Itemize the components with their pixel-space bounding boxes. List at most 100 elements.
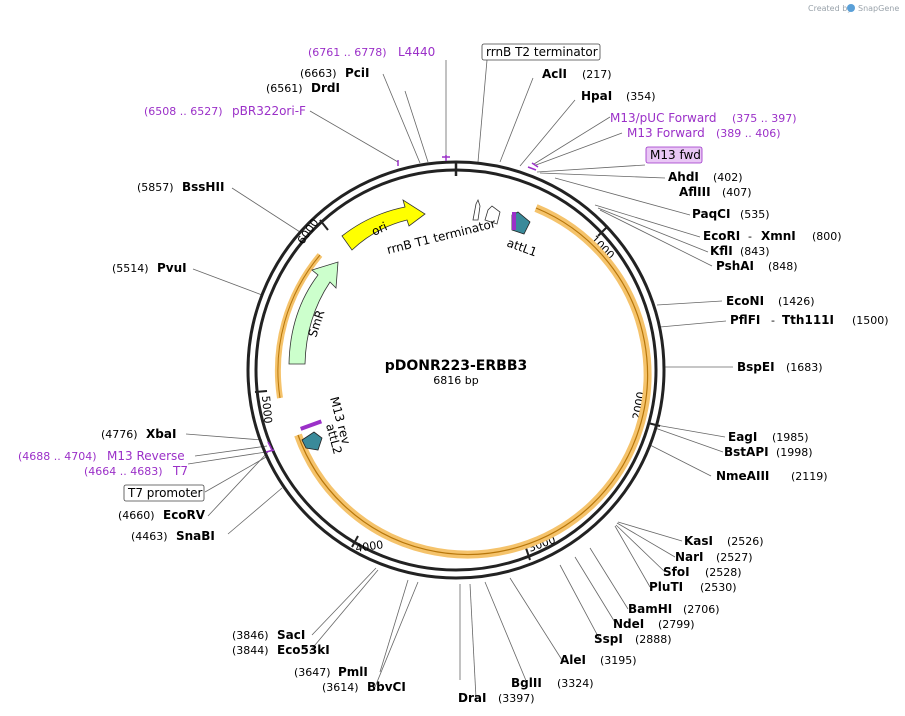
site-pos-xbai: (4776) <box>101 428 138 441</box>
site-pos-ndei: (2799) <box>658 618 695 631</box>
primer-pos-t7: (4664 .. 4683) <box>84 465 163 478</box>
primer-pos-m13-forward: (389 .. 406) <box>716 127 781 140</box>
site-pos-sspi: (2888) <box>635 633 672 646</box>
site-name-xmni: XmnI <box>761 229 796 243</box>
site-sep-pflfi-tth111i: - <box>771 314 775 327</box>
site-pos-ahdi: (402) <box>713 171 743 184</box>
snapgene-logo-icon <box>847 4 855 12</box>
site-pos-nmeaiii: (2119) <box>791 470 828 483</box>
primer-labels: (6761 .. 6778) L4440 (6508 .. 6527) pBR3… <box>18 45 797 478</box>
site-pos-kasi: (2526) <box>727 535 764 548</box>
site-pos-paqci: (535) <box>740 208 770 221</box>
site-name-bbvci: BbvCI <box>367 680 406 694</box>
label-rrnb-t2-terminator: rrnB T2 terminator <box>486 45 598 59</box>
ori-feature-arrow <box>341 199 426 251</box>
site-name-ndei: NdeI <box>613 617 644 631</box>
site-name-alei: AleI <box>560 653 586 667</box>
site-pos-nari: (2527) <box>716 551 753 564</box>
site-name-bspei: BspEI <box>737 360 775 374</box>
site-pos-pflfi-tth111i: (1500) <box>852 314 889 327</box>
site-name-pflfi: PflFI <box>730 313 760 327</box>
site-pos-saci: (3846) <box>232 629 269 642</box>
credit: Created by SnapGene <box>808 4 899 13</box>
site-name-afliii: AflIII <box>679 185 711 199</box>
site-sep-ecori-xmni: - <box>748 230 752 243</box>
site-pos-hpai: (354) <box>626 90 656 103</box>
site-pos-ecori-xmni: (800) <box>812 230 842 243</box>
primer-name-t7: T7 <box>172 464 188 478</box>
site-name-nmeaiii: NmeAIII <box>716 469 769 483</box>
site-name-econi: EcoNI <box>726 294 764 308</box>
primer-pos-m13-reverse: (4688 .. 4704) <box>18 450 97 463</box>
site-pos-econi: (1426) <box>778 295 815 308</box>
primer-name-m13-puc-forward: M13/pUC Forward <box>610 111 717 125</box>
site-pos-pmli: (3647) <box>294 666 331 679</box>
site-pos-bbvci: (3614) <box>322 681 359 694</box>
leader-lines <box>185 59 733 699</box>
site-name-sspi: SspI <box>594 632 623 646</box>
tick-label-4000: 4000 <box>355 538 385 555</box>
box-m13-fwd <box>645 146 703 164</box>
site-name-pluti: PluTI <box>649 580 683 594</box>
attl1-primer-mark <box>512 212 516 230</box>
site-name-bstapi: BstAPI <box>724 445 769 459</box>
site-name-bsshii: BssHII <box>182 180 224 194</box>
restriction-site-labels: AclI (217) HpaI (354) AhdI (402) AflIII … <box>101 66 889 705</box>
site-name-ahdi: AhdI <box>668 170 699 184</box>
primer-marks <box>265 155 539 453</box>
primer-name-l4440: L4440 <box>398 45 435 59</box>
box-t7-promoter <box>123 484 205 502</box>
site-name-drdi: DrdI <box>311 81 340 95</box>
site-pos-eagi: (1985) <box>772 431 809 444</box>
site-pos-bamhi: (2706) <box>683 603 720 616</box>
site-pos-eco53ki: (3844) <box>232 644 269 657</box>
box-rrnb-t2 <box>481 43 601 61</box>
site-pos-bspei: (1683) <box>786 361 823 374</box>
site-name-snabi: SnaBI <box>176 529 215 543</box>
primer-name-m13-forward: M13 Forward <box>627 126 705 140</box>
plasmid-length: 6816 bp <box>433 374 478 387</box>
credit-created-by: Created by <box>808 4 852 13</box>
site-name-kasi: KasI <box>684 534 713 548</box>
site-name-paqci: PaqCI <box>692 207 730 221</box>
site-pos-snabi: (4463) <box>131 530 168 543</box>
attl2-feature-arrow <box>301 431 323 451</box>
tick-label-5000: 5000 <box>259 395 274 424</box>
site-name-eco53ki: Eco53kI <box>277 643 330 657</box>
site-name-eagi: EagI <box>728 430 757 444</box>
feature-label-attl1: attL1 <box>505 236 539 260</box>
site-name-pcii: PciI <box>345 66 370 80</box>
primer-name-pbr322ori-f: pBR322ori-F <box>232 104 306 118</box>
credit-brand: SnapGene <box>858 4 899 13</box>
feature-label-rrnb-t1: rrnB T1 terminator <box>385 216 497 257</box>
site-pos-bglii: (3324) <box>557 677 594 690</box>
primer-pos-m13-puc-forward: (375 .. 397) <box>732 112 797 125</box>
site-pos-pvui: (5514) <box>112 262 149 275</box>
site-name-bglii: BglII <box>511 676 542 690</box>
rrnb-t1-terminator-arrow <box>472 198 481 221</box>
site-name-hpai: HpaI <box>581 89 612 103</box>
ticks <box>254 219 661 561</box>
site-pos-kfli: (843) <box>740 245 770 258</box>
site-pos-pluti: (2530) <box>700 581 737 594</box>
site-pos-afliii: (407) <box>722 186 752 199</box>
m13rev-primer-mark <box>300 419 323 431</box>
site-pos-bsshii: (5857) <box>137 181 174 194</box>
site-name-pvui: PvuI <box>157 261 187 275</box>
site-pos-bstapi: (1998) <box>776 446 813 459</box>
site-name-xbai: XbaI <box>146 427 176 441</box>
site-name-ecori: EcoRI <box>703 229 740 243</box>
primer-name-m13-reverse: M13 Reverse <box>107 449 185 463</box>
site-name-pshai: PshAI <box>716 259 754 273</box>
primer-pos-pbr322ori-f: (6508 .. 6527) <box>144 105 223 118</box>
site-pos-alei: (3195) <box>600 654 637 667</box>
site-name-ecorv: EcoRV <box>163 508 206 522</box>
site-name-saci: SacI <box>277 628 305 642</box>
label-t7-promoter: T7 promoter <box>127 486 203 500</box>
plasmid-name: pDONR223-ERBB3 <box>385 358 528 374</box>
site-name-bamhi: BamHI <box>628 602 672 616</box>
site-name-tth111i: Tth111I <box>782 313 834 327</box>
orf-arc-line <box>297 207 649 556</box>
site-name-kfli: KflI <box>710 244 733 258</box>
